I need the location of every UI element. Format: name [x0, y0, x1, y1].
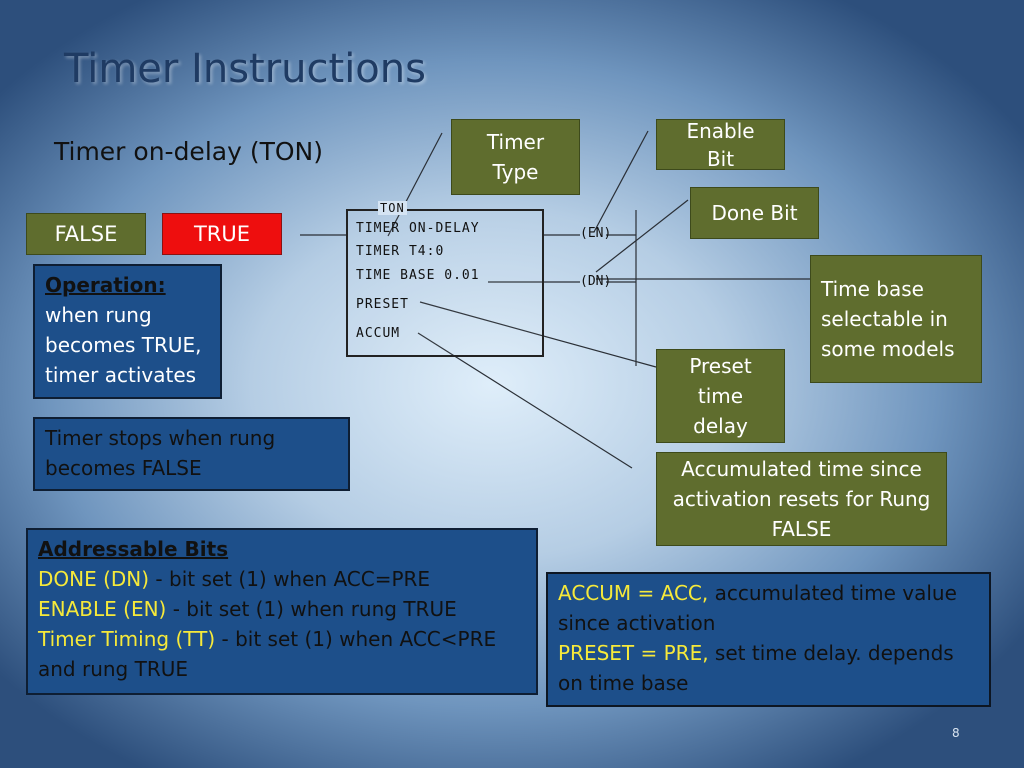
- callout-preset: Preset time delay: [656, 349, 785, 443]
- definitions-box: ACCUM = ACC, accumulated time value sinc…: [546, 572, 991, 707]
- leader-timer-type: [387, 132, 443, 237]
- done-bit-label: DONE (DN): [38, 567, 150, 591]
- callout-enable-bit: Enable Bit: [656, 119, 785, 171]
- page-number: 8: [952, 726, 960, 740]
- timer-stops-box: Timer stops when rung becomes FALSE: [33, 417, 350, 491]
- preset-def-label: PRESET = PRE,: [558, 641, 709, 665]
- callout-done-bit: Done Bit: [690, 187, 819, 239]
- tt-bit-text: - bit set (1) when ACC<PRE and rung TRUE: [38, 627, 497, 681]
- preset-def-text: set time delay. depends on time base: [558, 641, 954, 695]
- leader-preset: [419, 301, 657, 368]
- enable-bit-label: ENABLE (EN): [38, 597, 167, 621]
- en-coil-label: EN: [587, 226, 604, 241]
- en-coil: (EN): [580, 226, 612, 241]
- leader-enable-bit: [593, 130, 649, 233]
- timer-stops-text: Timer stops when rung becomes FALSE: [45, 426, 276, 480]
- timer-block-line-address: TIMER T4:0: [356, 244, 445, 259]
- accum-def-label: ACCUM = ACC,: [558, 581, 709, 605]
- operation-heading: Operation:: [45, 273, 166, 297]
- false-state-button[interactable]: FALSE: [26, 213, 146, 255]
- dn-coil: (DN): [580, 274, 612, 289]
- operation-box: Operation: when rung becomes TRUE, timer…: [33, 264, 222, 399]
- timer-block-header: TON: [378, 201, 407, 215]
- slide-subtitle: Timer on-delay (TON): [54, 137, 323, 166]
- callout-time-base: Time base selectable in some models: [810, 255, 982, 383]
- tt-bit-label: Timer Timing (TT): [38, 627, 216, 651]
- done-bit-text: - bit set (1) when ACC=PRE: [149, 567, 431, 591]
- true-state-button[interactable]: TRUE: [162, 213, 282, 255]
- addressable-heading: Addressable Bits: [38, 537, 229, 561]
- addressable-bits-box: Addressable Bits DONE (DN) - bit set (1)…: [26, 528, 538, 695]
- accum-def-text: accumulated time value since activation: [558, 581, 957, 635]
- callout-timer-type: Timer Type: [451, 119, 580, 195]
- leader-done-bit: [595, 199, 689, 273]
- slide-title: Timer Instructions: [64, 46, 426, 92]
- operation-text: when rung becomes TRUE, timer activates: [45, 303, 202, 387]
- timer-block-line-accum: ACCUM: [356, 326, 401, 341]
- timer-instruction-block: TIMER ON-DELAY TIMER T4:0 TIME BASE 0.01…: [346, 209, 544, 357]
- timer-block-line-preset: PRESET: [356, 297, 409, 312]
- timer-block-line-timebase: TIME BASE 0.01: [356, 268, 480, 283]
- callout-accum: Accumulated time since activation resets…: [656, 452, 947, 546]
- dn-coil-label: DN: [587, 274, 604, 289]
- enable-bit-text: - bit set (1) when rung TRUE: [166, 597, 457, 621]
- timer-block-line-type: TIMER ON-DELAY: [356, 221, 480, 236]
